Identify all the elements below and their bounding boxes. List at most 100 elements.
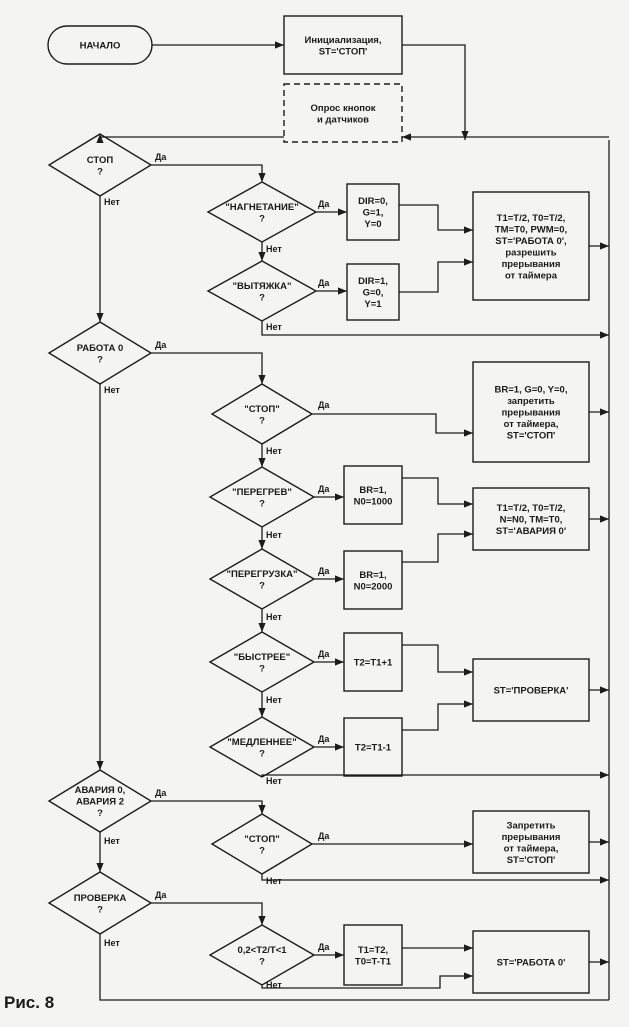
yes-label: Да [155,788,167,798]
no-label: Нет [266,776,282,786]
node-text: DIR=0, [358,196,388,207]
node-text: "СТОП" [244,404,279,415]
flow-line [151,800,266,814]
node-p-range: T1=T2,T0=T-T1 [343,924,403,986]
node-text: ? [97,166,103,177]
node-q-work0: РАБОТА 0? [47,321,153,385]
node-text: от таймера [505,270,558,281]
node-text: ? [259,580,265,591]
yes-label: Да [155,152,167,162]
node-q-overheat: "ПЕРЕГРЕВ"? [208,466,316,528]
node-text: ? [259,415,265,426]
node-q-pump: "НАГНЕТАНИЕ"? [206,181,318,243]
flow-line [402,530,473,563]
no-label: Нет [266,530,282,540]
node-text: BR=1, G=0, Y=0, [495,385,568,396]
yes-label: Да [318,199,330,209]
flow-line [99,934,609,1001]
node-start: НАЧАЛО [47,25,153,65]
node-text: Запретить [507,820,556,831]
node-p-alarm: T1=T/2, T0=T/2,N=N0, TM=T0,ST='АВАРИЯ 0' [472,487,590,551]
flow-line [151,352,266,384]
node-text: ST='РАБОТА 0', [495,236,566,247]
node-text: ПРОВЕРКА [74,893,127,904]
node-text: Y=1 [364,299,382,310]
node-text: и датчиков [317,114,369,125]
flow-line [151,902,266,925]
node-text: G=1, [363,208,384,219]
flow-line [261,874,609,884]
node-text: Инициализация, [305,35,382,46]
yes-label: Да [318,400,330,410]
node-text: "НАГНЕТАНИЕ" [225,202,298,213]
node-text: ST='РАБОТА 0' [497,958,566,969]
node-text: СТОП [87,155,114,166]
yes-label: Да [318,484,330,494]
yes-label: Да [318,831,330,841]
no-label: Нет [104,197,120,207]
no-label: Нет [266,980,282,990]
node-text: ? [97,354,103,365]
flow-line [312,413,473,437]
node-init: Инициализация,ST='СТОП' [283,15,403,75]
node-text: ? [259,292,265,303]
node-p-check: ST='ПРОВЕРКА' [472,658,590,722]
process-shape [343,465,403,525]
yes-label: Да [318,942,330,952]
node-text: G=0, [363,288,384,299]
node-text: ? [259,845,265,856]
node-text: АВАРИЯ 2 [76,797,124,808]
node-text: T2=T1-1 [355,743,392,754]
node-text: T1=T2, [358,945,388,956]
node-q-faster: "БЫСТРЕЕ"? [208,631,316,693]
node-q-alarm: АВАРИЯ 0,АВАРИЯ 2? [47,769,153,833]
node-text: прерывания [502,408,561,419]
process-shape [343,550,403,610]
no-label: Нет [104,385,120,395]
node-text: ? [259,498,265,509]
flow-line [261,972,473,989]
node-q-range: 0,2<T2/T<1? [208,924,316,986]
node-text: T1=T/2, T0=T/2, [497,503,566,514]
node-text: DIR=1, [358,276,388,287]
node-text: BR=1, [359,485,386,496]
no-label: Нет [266,876,282,886]
node-text: разрешить [505,247,556,258]
node-text: ? [97,904,103,915]
node-text: ? [259,956,265,967]
node-text: TM=T0, PWM=0, [495,224,567,235]
node-text: от таймера, [504,419,559,430]
node-text: запретить [507,396,555,407]
no-label: Нет [266,446,282,456]
node-text: ? [259,663,265,674]
yes-label: Да [318,649,330,659]
node-text: "БЫСТРЕЕ" [234,652,291,663]
node-text: "ПЕРЕГРЕВ" [232,487,292,498]
flow-line [402,44,469,140]
flow-line [151,164,266,182]
node-text: 0,2<T2/T<1 [237,945,287,956]
node-text: ? [259,748,265,759]
flow-line [261,321,609,339]
node-p-faster: T2=T1+1 [343,632,403,692]
node-text: "ПЕРЕГРУЗКА" [227,569,298,580]
node-q-slower: "МЕДЛЕННЕЕ"? [208,716,316,778]
node-text: от таймера, [504,843,559,854]
node-text: ST='АВАРИЯ 0' [496,526,566,537]
no-label: Нет [266,244,282,254]
node-q-btn-stop2: "СТОП"? [210,813,314,875]
flow-line [96,134,284,144]
flow-line [402,700,473,731]
no-label: Нет [104,836,120,846]
node-text: НАЧАЛО [80,41,121,52]
yes-label: Да [155,340,167,350]
node-p-pump: DIR=0,G=1,Y=0 [346,183,400,241]
figure-caption: Рис. 8 [4,993,55,1012]
yes-label: Да [318,278,330,288]
node-p-exhaust: DIR=1,G=0,Y=1 [346,263,400,321]
no-label: Нет [104,938,120,948]
node-text: Y=0 [364,219,381,230]
node-text: ST='СТОП' [507,431,556,442]
